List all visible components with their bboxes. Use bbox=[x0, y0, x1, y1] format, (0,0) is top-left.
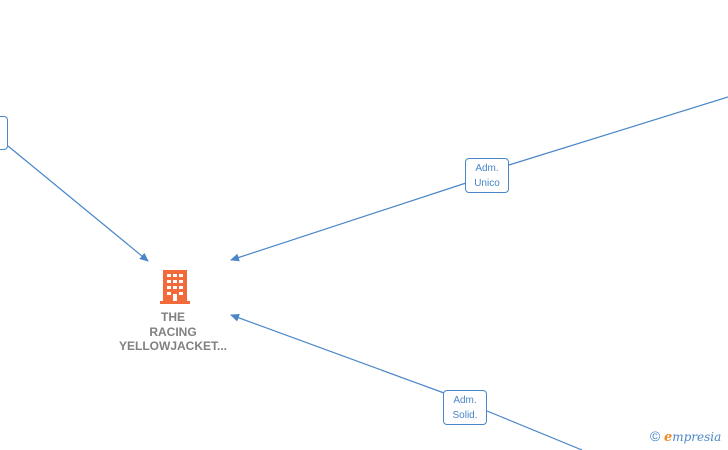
relation-label-adm-unico[interactable]: Adm. Unico bbox=[465, 158, 509, 193]
brand-initial: e bbox=[663, 430, 673, 445]
company-name[interactable]: THE RACING YELLOWJACKET... bbox=[118, 310, 227, 353]
edge-adm-solid-lower bbox=[486, 410, 583, 450]
copyright-symbol: © bbox=[650, 428, 661, 444]
building-icon[interactable] bbox=[160, 270, 190, 304]
edge-adm-solid-upper bbox=[230, 313, 445, 394]
partial-node-left[interactable] bbox=[0, 116, 8, 150]
relation-label-adm-solid[interactable]: Adm. Solid. bbox=[443, 390, 487, 425]
edge-adm-unico-upper bbox=[508, 96, 728, 166]
edge-left-to-company bbox=[7, 145, 149, 262]
brand-name: mpresia bbox=[672, 430, 722, 444]
edge-adm-unico-lower bbox=[230, 182, 467, 262]
empresia-watermark: © empresia bbox=[650, 428, 721, 445]
